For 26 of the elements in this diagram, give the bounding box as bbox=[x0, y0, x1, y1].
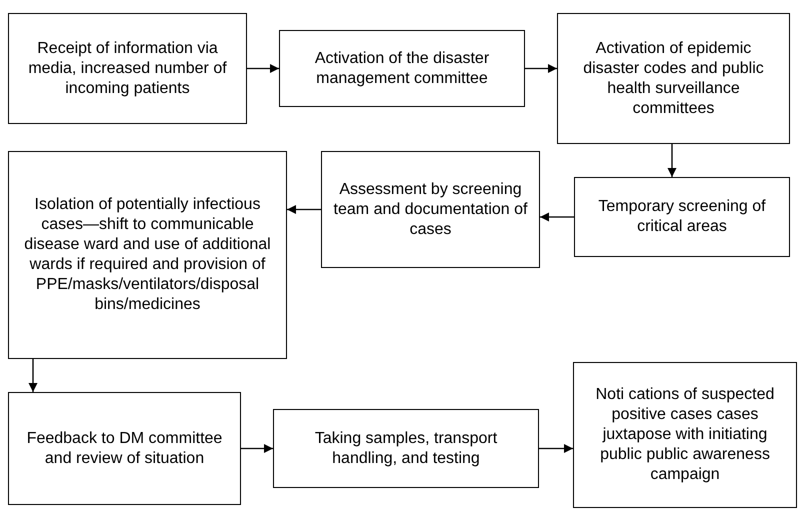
arrow bbox=[539, 444, 573, 453]
process-box bbox=[8, 151, 287, 359]
arrow bbox=[241, 444, 273, 453]
box-text: Activation of epidemic disaster codes and public health surveillance committees bbox=[582, 38, 765, 118]
box-text: Taking samples, transport handling, and testing bbox=[314, 428, 498, 468]
process-box bbox=[573, 362, 797, 508]
box-text: Assessment by screening team and documentation of cases bbox=[332, 180, 528, 240]
process-box bbox=[557, 13, 790, 144]
arrow bbox=[540, 212, 574, 222]
arrow bbox=[287, 205, 321, 214]
box-text: Temporary screening of critical areas bbox=[597, 197, 767, 237]
process-box bbox=[8, 392, 241, 505]
box-text: Noti cations of suspected positive cases cases juxtapose with initiating public public awareness campaign bbox=[594, 385, 776, 485]
process-box bbox=[574, 177, 790, 257]
process-box bbox=[273, 409, 539, 488]
arrow bbox=[28, 359, 38, 392]
process-box bbox=[279, 30, 525, 107]
box-text: Receipt of information via media, increased number of incoming patients bbox=[27, 38, 228, 98]
process-box bbox=[321, 151, 540, 268]
process-box bbox=[8, 13, 247, 124]
box-text: Feedback to DM committee and review of situation bbox=[26, 428, 224, 468]
box-text: Activation of the disaster management committee bbox=[314, 48, 490, 88]
box-text: Isolation of potentially infectious cases—shift to communicable disease ward and use of additional wards if required and provision of PPE/masks/ventilators/disposal bins/medicines bbox=[23, 195, 272, 315]
arrow bbox=[525, 64, 557, 73]
arrow bbox=[247, 64, 279, 73]
arrow bbox=[668, 144, 676, 177]
